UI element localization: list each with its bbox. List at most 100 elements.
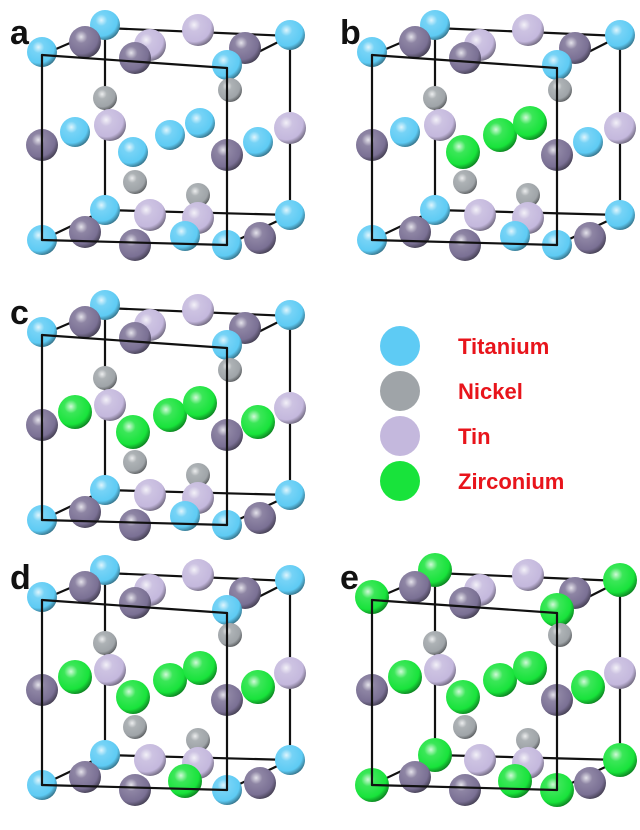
tin-atom — [119, 774, 151, 806]
legend-label: Tin — [458, 424, 491, 449]
tin-atom — [424, 654, 456, 686]
zirconium-atom — [571, 670, 605, 704]
tin-atom — [69, 496, 101, 528]
legend-swatch — [380, 326, 420, 366]
panel-b: b — [340, 10, 636, 261]
nickel-atom — [93, 631, 117, 655]
titanium-atom — [357, 37, 387, 67]
titanium-atom — [90, 475, 120, 505]
tin-atom — [134, 479, 166, 511]
tin-atom — [244, 767, 276, 799]
titanium-atom — [243, 127, 273, 157]
tin-atom — [69, 306, 101, 338]
nickel-atom — [453, 170, 477, 194]
zirconium-atom — [540, 593, 574, 627]
tin-atom — [449, 774, 481, 806]
nickel-atom — [186, 183, 210, 207]
zirconium-atom — [58, 395, 92, 429]
legend-label: Titanium — [458, 334, 549, 359]
tin-atom — [274, 657, 306, 689]
tin-atom — [119, 509, 151, 541]
tin-atom — [274, 392, 306, 424]
tin-atom — [399, 571, 431, 603]
tin-atom — [244, 502, 276, 534]
panel-label: d — [10, 559, 31, 597]
panel-label: a — [10, 14, 30, 52]
tin-atom — [182, 14, 214, 46]
tin-atom — [69, 571, 101, 603]
titanium-atom — [170, 501, 200, 531]
cell-edge — [370, 598, 559, 615]
legend-label: Nickel — [458, 379, 523, 404]
tin-atom — [512, 14, 544, 46]
titanium-atom — [170, 221, 200, 251]
tin-atom — [119, 587, 151, 619]
tin-atom — [94, 109, 126, 141]
nickel-atom — [516, 183, 540, 207]
titanium-atom — [27, 37, 57, 67]
zirconium-atom — [513, 651, 547, 685]
zirconium-atom — [183, 386, 217, 420]
nickel-atom — [453, 715, 477, 739]
tin-atom — [182, 294, 214, 326]
tin-atom — [464, 199, 496, 231]
tin-atom — [119, 42, 151, 74]
panel-d: d — [10, 555, 306, 806]
titanium-atom — [605, 200, 635, 230]
atoms — [355, 553, 637, 807]
tin-atom — [449, 229, 481, 261]
tin-atom — [69, 761, 101, 793]
nickel-atom — [548, 623, 572, 647]
zirconium-atom — [418, 738, 452, 772]
zirconium-atom — [498, 764, 532, 798]
titanium-atom — [275, 565, 305, 595]
titanium-atom — [185, 108, 215, 138]
tin-atom — [424, 109, 456, 141]
legend-item: Zirconium — [380, 461, 564, 501]
titanium-atom — [27, 582, 57, 612]
tin-atom — [119, 322, 151, 354]
tin-atom — [244, 222, 276, 254]
legend-item: Titanium — [380, 326, 549, 366]
titanium-atom — [90, 740, 120, 770]
titanium-atom — [275, 745, 305, 775]
nickel-atom — [93, 86, 117, 110]
cell-edge — [40, 598, 229, 615]
nickel-atom — [123, 170, 147, 194]
panel-e: e — [340, 553, 637, 807]
tin-atom — [399, 216, 431, 248]
cell-edge — [40, 238, 229, 247]
cell-edge — [40, 783, 229, 792]
legend-item: Nickel — [380, 371, 523, 411]
tin-atom — [604, 112, 636, 144]
zirconium-atom — [58, 660, 92, 694]
nickel-atom — [218, 623, 242, 647]
tin-atom — [182, 559, 214, 591]
zirconium-atom — [183, 651, 217, 685]
titanium-atom — [118, 137, 148, 167]
titanium-atom — [420, 195, 450, 225]
titanium-atom — [90, 195, 120, 225]
cell-edge — [370, 238, 559, 247]
nickel-atom — [548, 78, 572, 102]
cell-edge — [370, 783, 559, 792]
tin-atom — [69, 216, 101, 248]
titanium-atom — [212, 330, 242, 360]
nickel-atom — [218, 358, 242, 382]
tin-atom — [134, 199, 166, 231]
tin-atom — [574, 767, 606, 799]
zirconium-atom — [446, 680, 480, 714]
titanium-atom — [275, 480, 305, 510]
zirconium-atom — [168, 764, 202, 798]
titanium-atom — [275, 200, 305, 230]
panel-a: a — [10, 10, 306, 261]
panel-c: c — [10, 290, 306, 541]
panel-label: c — [10, 294, 29, 332]
titanium-atom — [500, 221, 530, 251]
legend-item: Tin — [380, 416, 491, 456]
zirconium-atom — [153, 398, 187, 432]
tin-atom — [449, 42, 481, 74]
tin-atom — [604, 657, 636, 689]
nickel-atom — [516, 728, 540, 752]
